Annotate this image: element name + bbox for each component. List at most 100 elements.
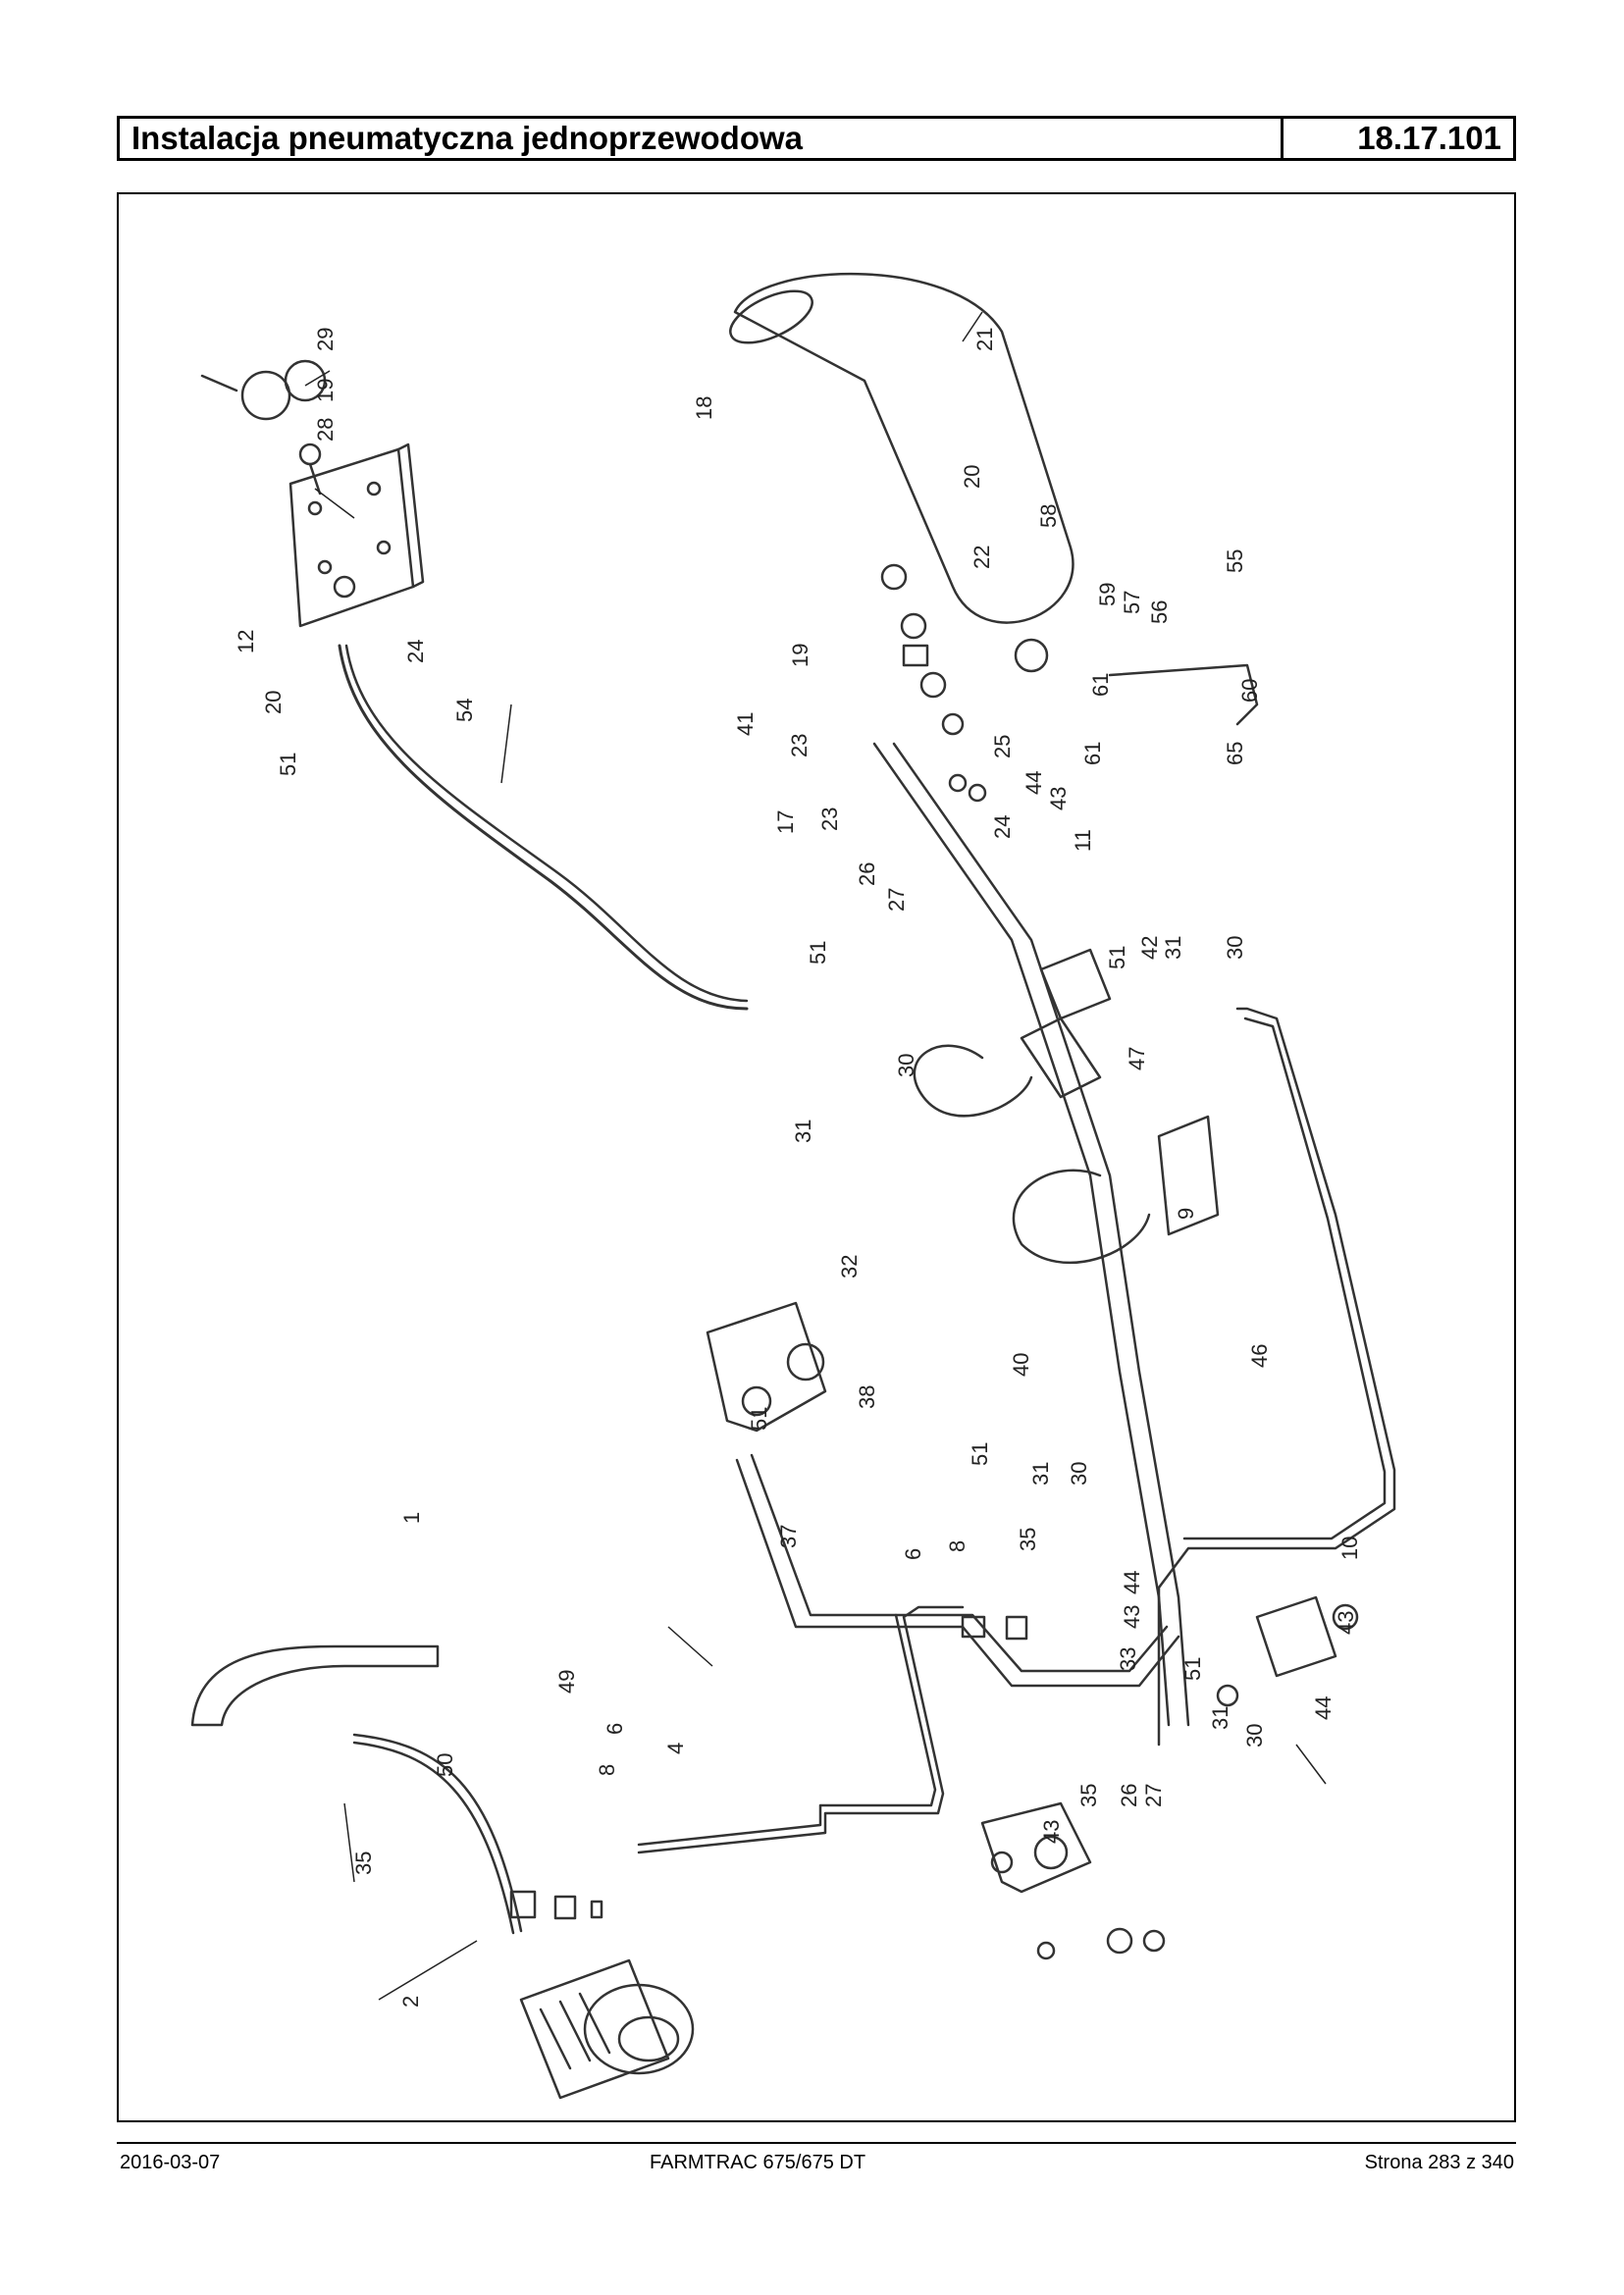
intake-pipe [190,1644,440,1727]
arm-55 [1108,663,1259,726]
callout-label: 20 [261,691,286,714]
callout-label: 31 [1208,1706,1232,1730]
hose-49 [352,1733,523,1933]
callout-label: 25 [990,735,1015,758]
callout-label: 43 [1046,787,1071,810]
callout-label: 60 [1237,679,1262,703]
valve-33 [980,1801,1092,1894]
compressor [519,1958,695,2100]
valve-10 [1216,1595,1359,1707]
callout-label: 51 [806,941,830,965]
pipe-37 [735,1458,1180,1688]
callout-label: 37 [776,1525,801,1548]
callout-label: 33 [1116,1647,1140,1671]
callout-label: 22 [969,546,994,569]
footer-date: 2016-03-07 [120,2152,221,2173]
callout-label: 46 [1247,1344,1272,1368]
callout-label: 19 [788,644,812,667]
callout-label: 51 [747,1407,771,1431]
mounting-plate [288,443,425,628]
frame-beams [872,742,1190,1727]
callout-label: 58 [1036,504,1061,528]
callout-label: 20 [960,465,984,489]
callout-label: 51 [1105,946,1129,969]
callout-label: 31 [1161,936,1185,960]
callout-label: 50 [433,1753,457,1777]
callout-label: 35 [351,1852,376,1875]
callout-label: 51 [1180,1657,1205,1681]
footer-divider [117,2142,1516,2144]
pneumatic-diagram: 29 19 28 12 20 51 24 54 18 21 20 22 19 4… [190,272,1396,2100]
callout-label: 61 [1088,673,1113,697]
callout-label: 10 [1337,1537,1362,1560]
callout-label: 35 [1076,1784,1101,1807]
callout-label: 30 [894,1054,918,1077]
callout-label: 43 [1039,1820,1064,1844]
pipe-4 [637,1605,965,1854]
callout-label: 24 [403,640,428,663]
callout-label: 54 [452,699,477,722]
callout-label: 38 [855,1385,879,1409]
callout-label: 26 [855,862,879,886]
callout-label: 30 [1223,936,1247,960]
callout-label: 56 [1147,600,1172,624]
callout-label: 11 [1071,829,1095,852]
callout-label: 59 [1095,583,1120,606]
coupling-head [200,359,327,496]
bracket-9 [1012,1115,1220,1265]
pipe-42 [1157,1007,1396,1747]
callout-label: 8 [595,1764,619,1776]
callout-label: 2 [398,1996,423,2008]
callout-label: 27 [884,888,909,912]
tank-fittings [880,563,987,803]
air-tank [729,272,1074,624]
page-code: 18.17.101 [1357,120,1501,156]
callout-label: 65 [1223,742,1247,765]
callout-label: 44 [1311,1696,1336,1720]
callout-label: 31 [1028,1462,1053,1486]
callout-label: 51 [968,1442,992,1466]
callout-label: 6 [901,1548,925,1560]
callout-label: 4 [663,1743,688,1754]
footer-model: FARMTRAC 675/675 DT [650,2152,866,2173]
callout-label: 41 [733,712,758,736]
callout-label: 18 [692,396,716,420]
callout-label: 47 [1125,1047,1149,1070]
callout-label: 12 [234,630,258,653]
callout-label: 55 [1223,549,1247,573]
callout-label: 17 [773,810,798,834]
callout-label: 19 [313,379,338,402]
callout-label: 6 [602,1723,627,1735]
callout-label: 61 [1080,742,1105,765]
callout-label: 44 [1120,1571,1144,1594]
callout-label: 30 [1067,1462,1091,1486]
valve-11 [913,948,1112,1118]
page-title: Instalacja pneumatyczna jednoprzewodowa [120,119,1283,158]
callout-label: 51 [276,753,300,776]
callout-label: 35 [1016,1528,1040,1551]
callout-label: 26 [1117,1784,1141,1807]
callout-label: 24 [990,815,1015,839]
page-header: Instalacja pneumatyczna jednoprzewodowa … [117,116,1516,161]
callout-label: 49 [554,1670,579,1694]
callout-label: 57 [1120,591,1144,614]
callout-label: 40 [1009,1353,1033,1377]
callout-label: 31 [791,1120,815,1143]
callout-label: 28 [313,418,338,442]
callout-label: 23 [817,808,842,831]
callout-label: 21 [972,328,997,351]
callout-label: 43 [1334,1611,1358,1635]
callout-label: 8 [945,1540,969,1552]
callout-label: 44 [1022,771,1046,795]
callout-label: 1 [399,1512,424,1524]
diagram-frame: 29 19 28 12 20 51 24 54 18 21 20 22 19 4… [117,192,1516,2122]
callout-label: 30 [1242,1724,1267,1747]
callout-label: 27 [1141,1784,1166,1807]
callout-label: 32 [837,1255,862,1278]
callout-label: 9 [1174,1208,1198,1220]
hose-54 [338,644,749,1011]
callout-label: 42 [1137,936,1162,960]
callout-label: 29 [313,328,338,351]
footer-page-number: Strona 283 z 340 [1364,2152,1514,2173]
callout-label: 23 [787,734,812,757]
